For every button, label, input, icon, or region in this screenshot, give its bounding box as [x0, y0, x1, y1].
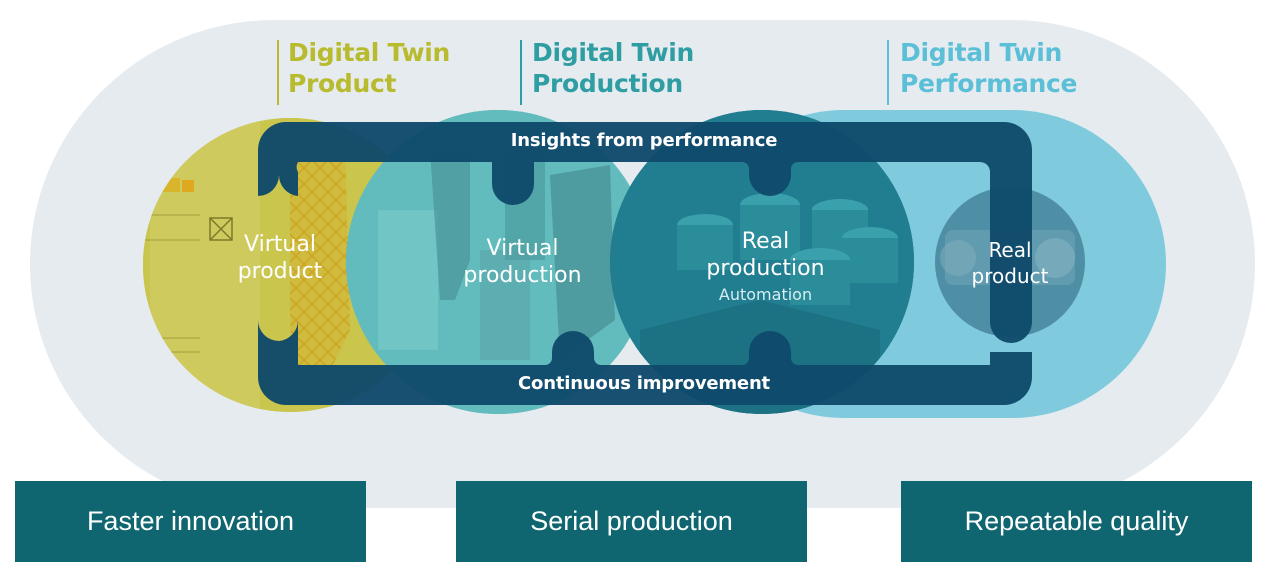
feedback-loop — [258, 122, 1032, 405]
real-product-label: Real product — [971, 238, 1049, 288]
twin-production-divider — [520, 40, 522, 105]
twin-product-divider — [277, 40, 279, 105]
virtual-product-label: Virtual product — [237, 232, 323, 284]
insights-label: Insights from performance — [510, 130, 778, 151]
outcome-serial-production: Serial production — [456, 481, 807, 562]
twin-performance-title: Digital Twin Performance — [900, 38, 1078, 98]
twin-performance-divider — [887, 40, 889, 105]
outcome-repeatable-quality: Repeatable quality — [901, 481, 1252, 562]
outcome-faster-innovation: Faster innovation — [15, 481, 366, 562]
twin-production-title: Digital Twin Production — [532, 38, 695, 98]
real-production-label: Real production — [706, 229, 825, 281]
automation-label: Automation — [718, 285, 813, 304]
virtual-production-label: Virtual production — [463, 236, 582, 288]
twin-product-title: Digital Twin Product — [288, 38, 451, 98]
continuous-improvement-label: Continuous improvement — [518, 373, 770, 394]
